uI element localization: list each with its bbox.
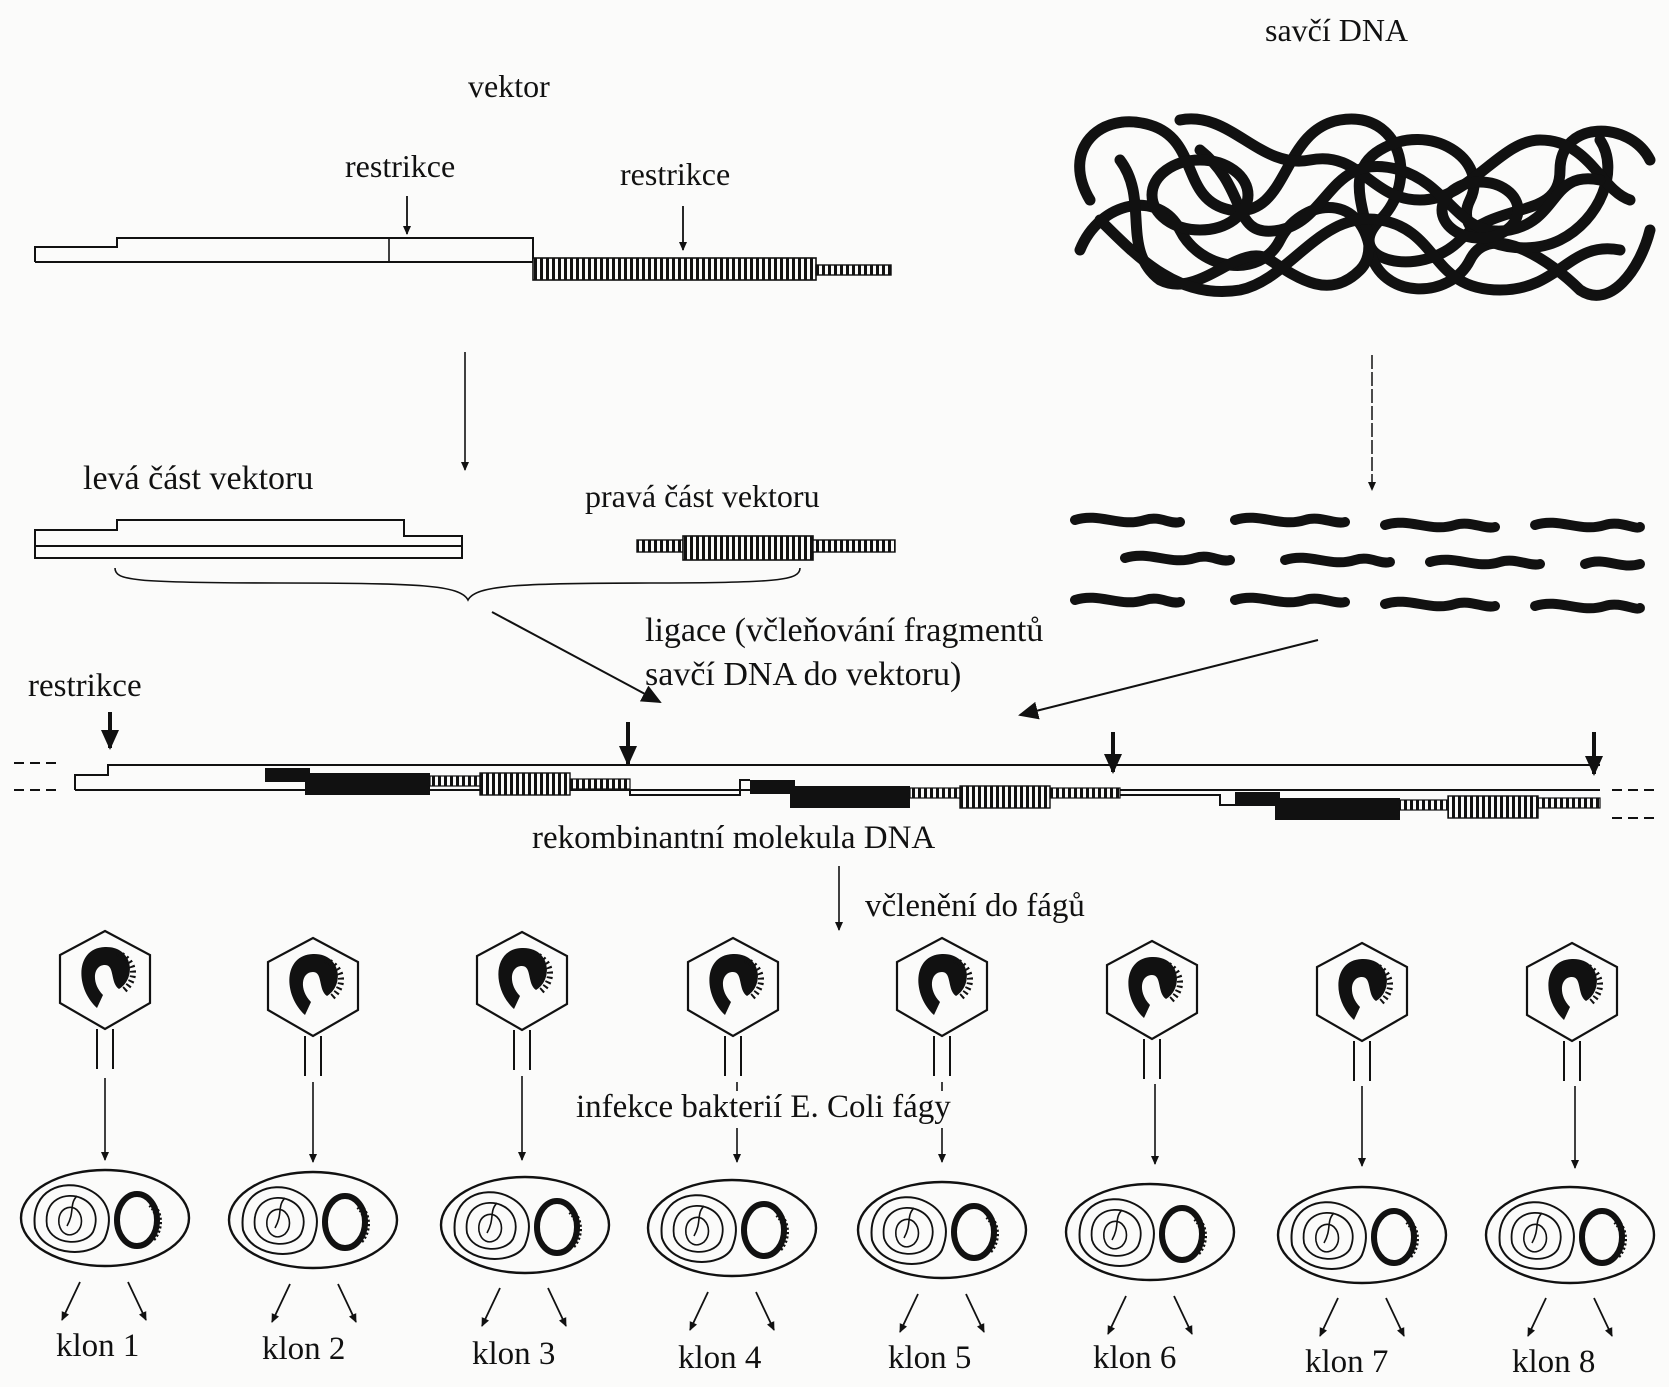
phage-insertion-label: včlenění do fágů [865,890,1085,923]
clone-label: klon 2 [262,1333,345,1366]
clone-label: klon 1 [56,1330,139,1363]
recombinant-molecule [14,763,1660,820]
right-vector-part [637,536,895,560]
clone-label: klon 3 [472,1338,555,1371]
clone-arrows [62,1282,1612,1336]
brace [115,568,800,600]
clone-label: klon 4 [678,1342,761,1375]
phages [60,931,1617,1081]
dna-fragments [1075,518,1640,609]
right-part-label: pravá část vektoru [585,480,820,512]
clone-label: klon 5 [888,1342,971,1375]
restriction-label-2: restrikce [620,158,730,190]
clone-label: klon 8 [1512,1346,1595,1379]
bacteria [21,1170,1654,1283]
left-vector-part [35,520,462,558]
restriction-label-3: restrikce [28,670,142,703]
vector-molecule [35,238,891,280]
ligation-label-line1: ligace (včleňování fragmentů [645,614,1043,648]
mammal-dna-label: savčí DNA [1265,14,1408,46]
clone-label: klon 6 [1093,1342,1176,1375]
infection-label: infekce bakterií E. Coli fágy [572,1091,955,1124]
mammal-dna-tangle [1080,119,1650,295]
ligation-label-line2: savčí DNA do vektoru) [645,658,961,692]
recombinant-label: rekombinantní molekula DNA [532,822,935,855]
vector-label: vektor [468,70,550,102]
clone-label: klon 7 [1305,1346,1388,1379]
left-part-label: levá část vektoru [83,462,313,496]
restriction-label-1: restrikce [345,150,455,182]
